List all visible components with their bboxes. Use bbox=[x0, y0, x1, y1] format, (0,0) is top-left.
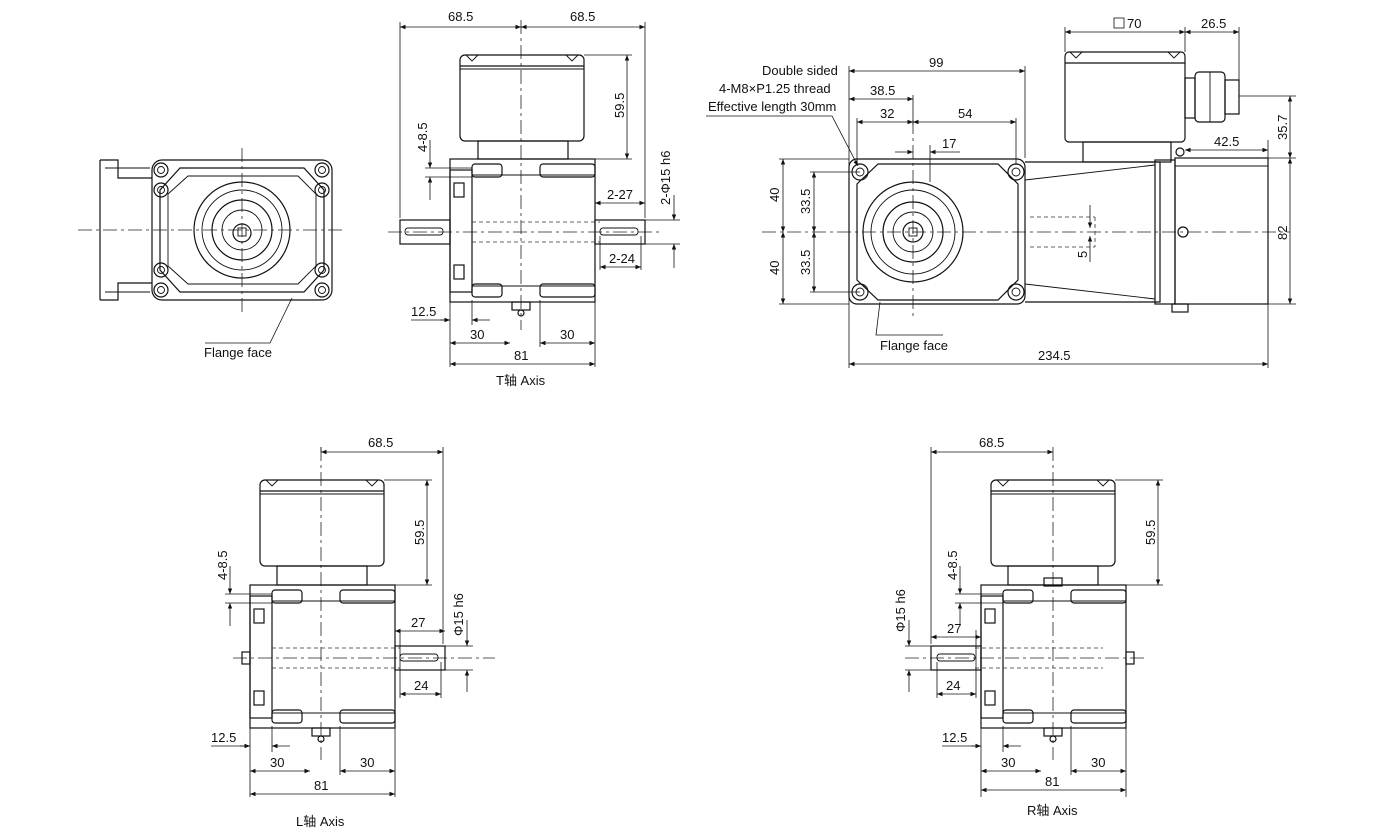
t-axis-caption: T轴 Axis bbox=[496, 373, 546, 388]
t-dim-68-5-right: 68.5 bbox=[570, 9, 595, 24]
bolt-hole-br bbox=[314, 262, 330, 298]
side-dim-42-5: 42.5 bbox=[1214, 134, 1239, 149]
side-dim-17: 17 bbox=[942, 136, 956, 151]
r-dim-12-5: 12.5 bbox=[942, 730, 967, 745]
front-view: Flange face bbox=[78, 148, 345, 360]
front-flange-label: Flange face bbox=[204, 345, 272, 360]
side-thread-note-3: Effective length 30mm bbox=[708, 99, 836, 114]
l-dim-30-right: 30 bbox=[360, 755, 374, 770]
side-dim-40-bottom: 40 bbox=[767, 261, 782, 275]
l-dim-27: 27 bbox=[411, 615, 425, 630]
t-dim-81: 81 bbox=[514, 348, 528, 363]
t-dim-12-5: 12.5 bbox=[411, 304, 436, 319]
l-dim-59-5: 59.5 bbox=[412, 520, 427, 545]
side-dim-35-7: 35.7 bbox=[1275, 115, 1290, 140]
r-dim-30-right: 30 bbox=[1091, 755, 1105, 770]
side-dim-99: 99 bbox=[929, 55, 943, 70]
side-thread-note-2: 4-M8×P1.25 thread bbox=[719, 81, 831, 96]
t-dim-30-right: 30 bbox=[560, 327, 574, 342]
l-dim-68-5: 68.5 bbox=[368, 435, 393, 450]
side-dim-sq70: 70 bbox=[1127, 16, 1141, 31]
l-axis-caption: L轴 Axis bbox=[296, 814, 345, 829]
r-dim-68-5: 68.5 bbox=[979, 435, 1004, 450]
r-dim-24: 24 bbox=[946, 678, 960, 693]
side-dim-54: 54 bbox=[958, 106, 972, 121]
side-dim-26-5: 26.5 bbox=[1201, 16, 1226, 31]
l-dim-12-5: 12.5 bbox=[211, 730, 236, 745]
side-dim-38-5: 38.5 bbox=[870, 83, 895, 98]
side-dim-234-5: 234.5 bbox=[1038, 348, 1071, 363]
r-dim-30-left: 30 bbox=[1001, 755, 1015, 770]
t-dim-30-left: 30 bbox=[470, 327, 484, 342]
r-dim-59-5: 59.5 bbox=[1143, 520, 1158, 545]
r-axis-view: 68.5 59.5 4-8.5 Φ15 h6 27 24 12.5 30 30 bbox=[893, 435, 1163, 818]
bolt-hole-tr bbox=[314, 162, 330, 198]
side-bolt-br bbox=[1007, 283, 1025, 301]
side-dim-5: 5 bbox=[1075, 251, 1090, 258]
side-dim-33-5-top: 33.5 bbox=[798, 189, 813, 214]
t-dim-shaft-dia: 2-Φ15 h6 bbox=[658, 151, 673, 205]
side-thread-note-1: Double sided bbox=[762, 63, 838, 78]
side-dim-82: 82 bbox=[1275, 226, 1290, 240]
t-dim-59-5: 59.5 bbox=[612, 93, 627, 118]
l-dim-bolt: 4-8.5 bbox=[215, 550, 230, 580]
t-dim-68-5-left: 68.5 bbox=[448, 9, 473, 24]
bolt-hole-tl bbox=[153, 162, 169, 198]
l-axis-view: 68.5 59.5 4-8.5 Φ15 h6 27 24 12.5 30 30 bbox=[211, 435, 495, 829]
l-dim-81: 81 bbox=[314, 778, 328, 793]
r-dim-27: 27 bbox=[947, 621, 961, 636]
side-dim-32: 32 bbox=[880, 106, 894, 121]
r-axis-caption: R轴 Axis bbox=[1027, 803, 1078, 818]
bolt-hole-bl bbox=[153, 262, 169, 298]
r-dim-81: 81 bbox=[1045, 774, 1059, 789]
l-dim-30-left: 30 bbox=[270, 755, 284, 770]
side-dim-40-top: 40 bbox=[767, 188, 782, 202]
l-dim-24: 24 bbox=[414, 678, 428, 693]
side-dim-33-5-bottom: 33.5 bbox=[798, 250, 813, 275]
t-axis-view: 68.5 68.5 59.5 4-8.5 2-Φ15 h6 2-27 2-24 … bbox=[388, 9, 680, 388]
t-dim-bolt: 4-8.5 bbox=[415, 122, 430, 152]
t-dim-2-24: 2-24 bbox=[609, 251, 635, 266]
side-view: 99 38.5 32 54 17 Double sided 4-M8×P1.25… bbox=[706, 16, 1296, 368]
r-dim-bolt: 4-8.5 bbox=[945, 550, 960, 580]
side-flange-label: Flange face bbox=[880, 338, 948, 353]
l-dim-shaft-dia: Φ15 h6 bbox=[451, 593, 466, 636]
t-dim-2-27: 2-27 bbox=[607, 187, 633, 202]
side-bolt-tr bbox=[1007, 163, 1025, 181]
r-dim-shaft-dia: Φ15 h6 bbox=[893, 589, 908, 632]
